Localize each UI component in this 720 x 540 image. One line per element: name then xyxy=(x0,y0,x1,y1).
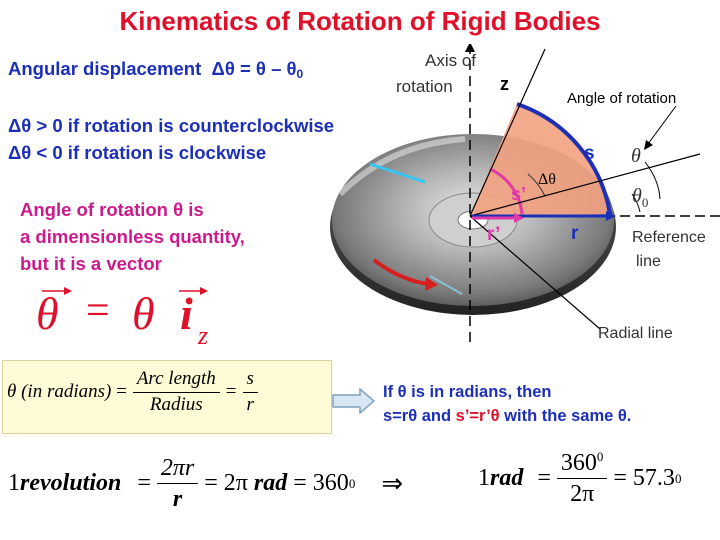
angular-displacement-equation: Δθ = θ – θ xyxy=(211,58,297,79)
theta-label: θ xyxy=(631,145,641,167)
angular-displacement-label: Angular displacement xyxy=(8,58,202,79)
radians-note-line-1: If θ is in radians, then xyxy=(383,383,552,401)
axis-label-1: Axis of xyxy=(425,51,476,70)
radians-equals-1: = xyxy=(116,381,127,403)
arc-over-radius-fraction: Arc length Radius xyxy=(132,368,220,416)
revolution-rad: rad xyxy=(253,470,288,497)
theta-scalar: θ xyxy=(132,288,155,339)
revolution-360: = 360 xyxy=(293,470,349,497)
radians-note-line-2: s=rθ and s’=r’θ with the same θ. xyxy=(383,404,631,428)
axis-label-2: rotation xyxy=(396,77,453,96)
angle-callout-label: Angle of rotation xyxy=(567,90,676,107)
dimensionless-line-2: a dimensionless quantity, xyxy=(20,226,245,247)
rotation-figure: Axis of rotation z Angle of rotation s s… xyxy=(330,44,720,344)
circumference-fraction: 2πr r xyxy=(156,455,199,513)
radians-note-part-2: s’=r’θ xyxy=(455,407,500,425)
unit-vector-i: i xyxy=(180,288,193,339)
radians-note-part-1: s=rθ and xyxy=(383,407,456,425)
radius-r-arrowhead xyxy=(606,211,616,221)
disc-sheen xyxy=(337,136,466,197)
degree-fraction: 3600 2π xyxy=(556,449,608,508)
vector-equals: = xyxy=(86,288,110,334)
revolution-word: revolution xyxy=(20,470,122,497)
theta-vector: θ xyxy=(36,288,59,339)
arc-length-label: Arc length xyxy=(132,368,220,393)
arc-s xyxy=(516,102,612,215)
vector-arrows xyxy=(42,287,208,295)
dimensionless-line-1: Angle of rotation θ is xyxy=(20,199,204,220)
radius-r-prime-arrowhead xyxy=(514,213,524,223)
implication-arrow xyxy=(332,388,376,414)
z-label: z xyxy=(500,74,509,94)
vector-equation: θ = θ i z xyxy=(34,283,234,353)
circumference-denominator: r xyxy=(172,486,183,513)
rad-word: rad xyxy=(490,465,524,492)
rad-one: 1 xyxy=(478,465,490,492)
reference-label-2: line xyxy=(636,253,661,270)
radius-label: Radius xyxy=(149,393,203,415)
radians-paren: (in radians) xyxy=(21,381,112,403)
dimensionless-statement: Angle of rotation θ is a dimensionless q… xyxy=(20,196,245,277)
theta0-arc xyxy=(631,193,641,213)
callout-arrowhead xyxy=(644,140,653,150)
page-title: Kinematics of Rotation of Rigid Bodies xyxy=(119,6,601,36)
rotation-arrow xyxy=(372,258,429,286)
s-prime-label: s’ xyxy=(511,184,526,204)
disc-reflection-blue xyxy=(429,275,463,295)
s-over-r-fraction: s r xyxy=(242,368,258,416)
degree-numerator-sup: 0 xyxy=(596,449,604,464)
dimensionless-line-3: but it is a vector xyxy=(20,253,162,274)
radial-line-top xyxy=(469,153,701,217)
theta0-label: θ0 xyxy=(632,185,648,210)
r-prime-label: r’ xyxy=(487,224,500,245)
rad-value: = 57.3 xyxy=(613,465,675,492)
cw-rule: Δθ < 0 if rotation is clockwise xyxy=(8,142,267,163)
rad-equals: = xyxy=(537,465,551,492)
fraction-r: r xyxy=(246,393,254,415)
callout-line xyxy=(647,105,677,145)
unit-vector-subscript: z xyxy=(198,321,209,350)
ccw-rule: Δθ > 0 if rotation is counterclockwise xyxy=(8,115,335,136)
disc-reflection-cyan xyxy=(369,162,426,184)
revolution-one: 1 xyxy=(8,470,20,497)
rad-value-degree: 0 xyxy=(674,470,682,486)
theta-arc xyxy=(644,161,661,200)
radians-equals-2: = xyxy=(225,381,237,403)
initial-radial-line xyxy=(469,48,546,217)
implies-arrow: ⇒ xyxy=(381,468,404,498)
reference-label-1: Reference xyxy=(632,229,706,246)
degree-denominator: 2π xyxy=(570,481,595,508)
degree-numerator: 3600 xyxy=(556,449,608,480)
radians-note: If θ is in radians, then s=rθ and s’=r’θ… xyxy=(383,380,631,428)
revolution-degree: 0 xyxy=(348,475,356,491)
r-label: r xyxy=(571,223,579,244)
delta-theta-label: Δθ xyxy=(538,171,556,188)
two-pi: = 2π xyxy=(204,470,248,497)
s-label: s xyxy=(584,143,595,164)
radians-definition-box: θ (in radians) = Arc length Radius = s r xyxy=(2,360,332,434)
theta0-subscript: 0 xyxy=(296,67,304,81)
circumference-numerator: 2πr xyxy=(156,455,199,485)
revolution-equals: = xyxy=(137,470,151,497)
degree-360: 360 xyxy=(560,450,597,476)
radians-note-part-3: with the same θ. xyxy=(499,407,632,425)
radians-equation: θ (in radians) = Arc length Radius = s r xyxy=(7,368,264,416)
rotation-arrowhead xyxy=(425,277,438,291)
radians-theta: θ xyxy=(7,381,17,403)
radial-line-label: Radial line xyxy=(598,325,673,342)
axis-arrowhead xyxy=(465,44,475,52)
fraction-s: s xyxy=(242,368,258,393)
arc-s-prime xyxy=(489,167,524,215)
delta-theta-arc xyxy=(527,173,546,197)
angular-displacement-line: Angular displacement Δθ = θ – θ0 xyxy=(8,58,303,81)
theta0-figure-subscript: 0 xyxy=(642,195,649,210)
theta0-symbol: θ xyxy=(632,185,642,207)
radial-line xyxy=(469,215,601,330)
